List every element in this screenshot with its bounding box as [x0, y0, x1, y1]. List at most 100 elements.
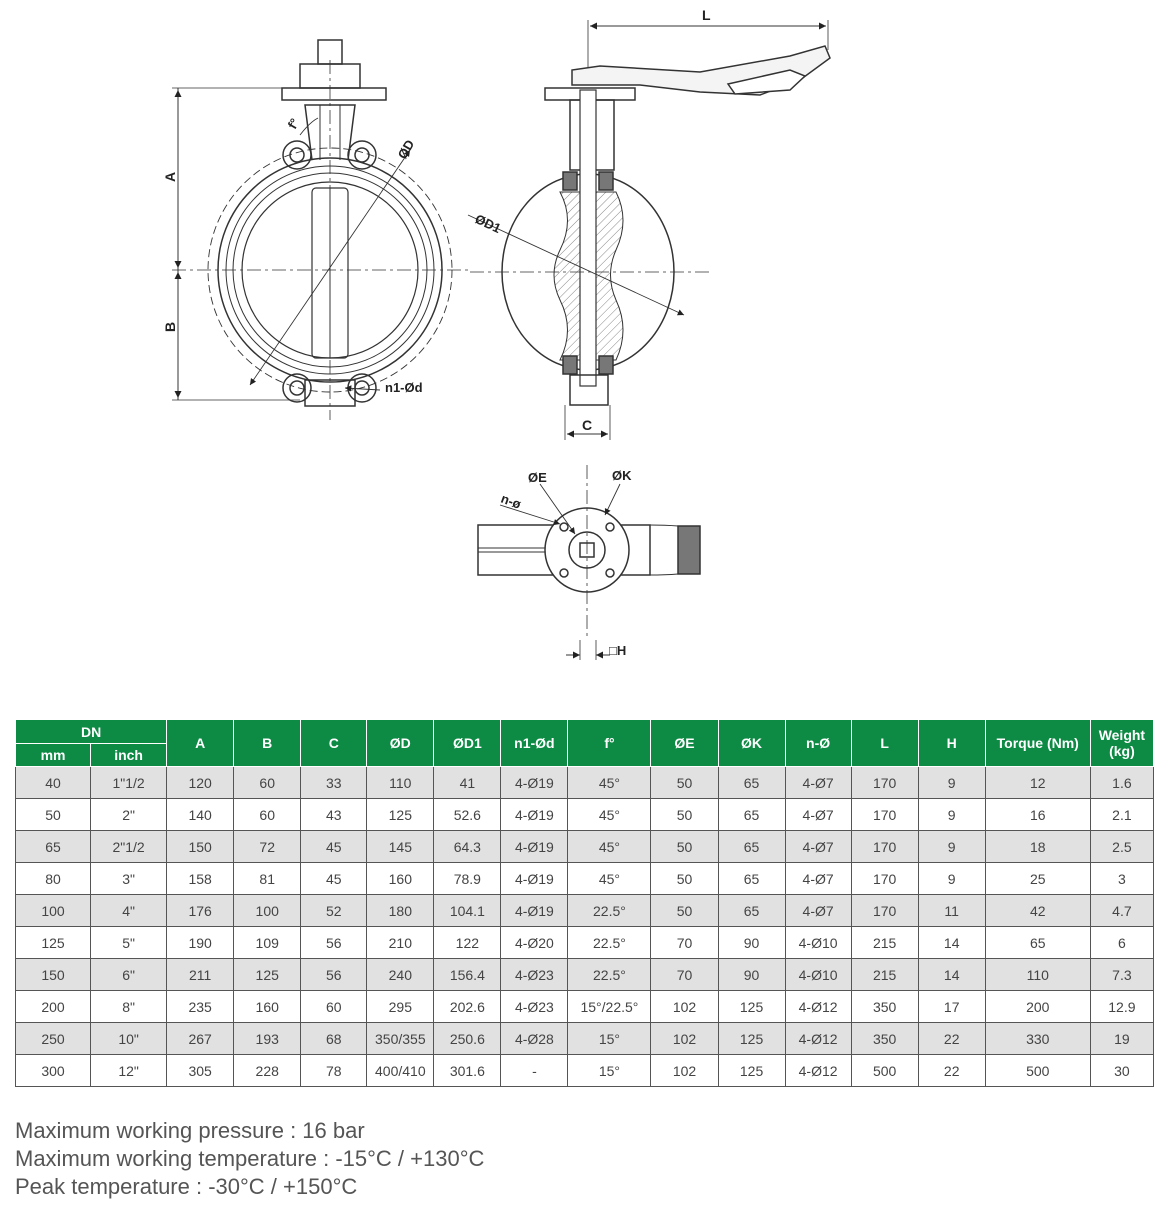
table-cell: 210	[366, 926, 435, 959]
table-cell: 19	[1089, 1022, 1155, 1055]
table-cell: 14	[917, 926, 986, 959]
table-cell: 120	[166, 766, 235, 799]
table-cell: 9	[917, 766, 986, 799]
table-cell: 4-Ø19	[500, 798, 569, 831]
table-cell: 3	[1089, 862, 1155, 895]
label-od1: ØD1	[473, 211, 504, 236]
table-cell: 7.3	[1089, 958, 1155, 991]
table-cell: 65	[717, 766, 786, 799]
table-cell: 240	[366, 958, 435, 991]
label-f: f°	[285, 116, 303, 132]
table-cell: 52.6	[433, 798, 502, 831]
table-cell: 45°	[567, 830, 652, 863]
top-view	[477, 465, 701, 660]
table-cell: 301.6	[433, 1054, 502, 1087]
table-cell: 102	[650, 1054, 719, 1087]
label-c: C	[582, 417, 592, 433]
table-cell: 202.6	[433, 990, 502, 1023]
table-cell: 6	[1089, 926, 1155, 959]
table-cell: 235	[166, 990, 235, 1023]
table-cell: 160	[233, 990, 302, 1023]
table-cell: 4-Ø23	[500, 990, 569, 1023]
label-ok: ØK	[612, 468, 632, 483]
table-cell: 64.3	[433, 830, 502, 863]
header-l: L	[850, 719, 919, 767]
table-cell: 1"1/2	[90, 766, 168, 799]
table-cell: 56	[300, 926, 368, 959]
table-cell: 15°	[567, 1022, 652, 1055]
header-weight: Weight (kg)	[1089, 719, 1155, 767]
table-cell: 4-Ø12	[784, 1022, 852, 1055]
table-cell: 300	[14, 1054, 92, 1087]
table-cell: 110	[366, 766, 435, 799]
label-oe: ØE	[528, 470, 547, 485]
label-b: B	[162, 322, 178, 332]
table-cell: 42	[984, 894, 1091, 927]
table-cell: 45°	[567, 766, 652, 799]
label-n: n-ø	[499, 491, 523, 512]
header-od1: ØD1	[433, 719, 502, 767]
table-cell: 9	[917, 862, 986, 895]
table-cell: 90	[717, 958, 786, 991]
header-inch: inch	[90, 743, 168, 767]
table-cell: 102	[650, 1022, 719, 1055]
table-cell: 9	[917, 830, 986, 863]
table-cell: 3"	[90, 862, 168, 895]
table-cell: 295	[366, 990, 435, 1023]
note-working-temperature: Maximum working temperature : -15°C / +1…	[15, 1146, 485, 1171]
table-cell: 4-Ø19	[500, 862, 569, 895]
table-cell: 12.9	[1089, 990, 1155, 1023]
header-dn: DN	[14, 719, 168, 744]
table-cell: 125	[366, 798, 435, 831]
table-cell: 150	[166, 830, 235, 863]
table-cell: 200	[14, 990, 92, 1023]
table-cell: 22	[917, 1022, 986, 1055]
header-h: H	[917, 719, 986, 767]
table-cell: 170	[850, 766, 919, 799]
table-cell: 200	[984, 990, 1091, 1023]
header-a: A	[166, 719, 235, 767]
table-cell: 400/410	[366, 1054, 435, 1087]
table-cell: 102	[650, 990, 719, 1023]
table-cell: 156.4	[433, 958, 502, 991]
header-c: C	[300, 719, 368, 767]
table-cell: 90	[717, 926, 786, 959]
table-cell: 40	[14, 766, 92, 799]
notes: Maximum working pressure : 16 bar Maximu…	[15, 1117, 484, 1201]
table-cell: 50	[650, 862, 719, 895]
table-cell: 125	[717, 990, 786, 1023]
table-cell: 109	[233, 926, 302, 959]
table-cell: 18	[984, 830, 1091, 863]
table-cell: 160	[366, 862, 435, 895]
table-cell: 8"	[90, 990, 168, 1023]
table-cell: 50	[14, 798, 92, 831]
table-cell: 60	[300, 990, 368, 1023]
table-cell: 215	[850, 958, 919, 991]
table-cell: 70	[650, 958, 719, 991]
header-n: n-Ø	[784, 719, 852, 767]
table-cell: 4-Ø28	[500, 1022, 569, 1055]
table-cell: 45	[300, 862, 368, 895]
table-cell: 65	[717, 894, 786, 927]
table-cell: 16	[984, 798, 1091, 831]
side-view	[467, 20, 831, 440]
table-cell: 350/355	[366, 1022, 435, 1055]
table-cell: 50	[650, 798, 719, 831]
table-cell: 125	[717, 1022, 786, 1055]
table-cell: 122	[433, 926, 502, 959]
table-cell: 22.5°	[567, 958, 652, 991]
table-cell: 170	[850, 830, 919, 863]
table-cell: 33	[300, 766, 368, 799]
table-cell: 150	[14, 958, 92, 991]
table-cell: 228	[233, 1054, 302, 1087]
table-cell: 170	[850, 894, 919, 927]
table-cell: 50	[650, 766, 719, 799]
table-cell: 4-Ø20	[500, 926, 569, 959]
table-cell: 4-Ø7	[784, 894, 852, 927]
header-oe: ØE	[650, 719, 719, 767]
table-cell: 176	[166, 894, 235, 927]
label-a: A	[162, 172, 178, 182]
